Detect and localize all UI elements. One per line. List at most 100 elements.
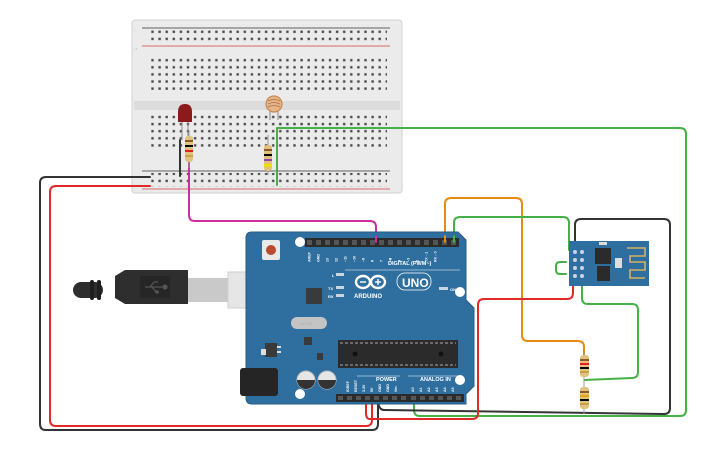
usb-cable[interactable]	[73, 270, 257, 309]
header-pin[interactable]	[352, 240, 357, 245]
digital-pin-label: ~11	[344, 256, 348, 262]
esp-flash-chip	[597, 266, 610, 281]
digital-pin-label: TX→1	[425, 252, 429, 262]
resistor-ldr[interactable]	[264, 135, 272, 175]
header-pin[interactable]	[415, 240, 420, 245]
header-pin[interactable]	[456, 396, 461, 400]
usb-plug-metal	[188, 278, 228, 302]
voltage-regulator	[265, 343, 277, 357]
header-pin[interactable]	[411, 396, 416, 400]
resistor-band	[580, 399, 589, 401]
header-pin[interactable]	[370, 240, 375, 245]
header-pin[interactable]	[401, 396, 406, 400]
wire-tx-divider[interactable]	[444, 197, 585, 356]
esp-chip	[595, 248, 611, 264]
rail-minus-label: -	[135, 27, 137, 32]
wire-esp-3v3[interactable]	[365, 281, 574, 420]
arduino-logo-icon	[354, 274, 387, 290]
header-pin[interactable]	[374, 396, 379, 400]
resistor-band	[264, 164, 272, 167]
wire-pin9-led[interactable]	[188, 149, 377, 243]
resistor-band	[580, 371, 589, 373]
wire-5v-rail[interactable]	[49, 185, 373, 427]
crystal-label: 16.000	[300, 321, 313, 326]
header-pin[interactable]	[334, 240, 339, 245]
led-label-l: L	[332, 273, 335, 278]
power-pin-label: IOREF	[346, 380, 350, 392]
wire-esp-loop[interactable]	[555, 261, 567, 275]
wire-rx-esp[interactable]	[453, 216, 570, 251]
header-pin[interactable]	[325, 240, 330, 245]
header-pin[interactable]	[361, 240, 366, 245]
digital-pin-label: AREF	[308, 251, 312, 262]
power-analog-header[interactable]	[336, 394, 464, 402]
header-pin[interactable]	[420, 396, 425, 400]
power-pin-label: 5V	[370, 387, 374, 392]
resistor-band	[580, 395, 589, 397]
header-pin[interactable]	[316, 240, 321, 245]
power-pin-label: GND	[386, 384, 390, 392]
resistor-band	[580, 403, 589, 405]
header-pin[interactable]	[406, 240, 411, 245]
resistor-divider-1[interactable]	[580, 352, 589, 382]
usb-icon	[145, 281, 168, 294]
analog-pin-label: A5	[451, 387, 455, 392]
usb-cable-strain-relief	[73, 282, 103, 298]
analog-pin-label: A3	[435, 387, 439, 392]
digital-pin-label: 13	[326, 258, 330, 262]
digital-pin-label: ~10	[353, 256, 357, 262]
power-pin-label: RESET	[354, 379, 358, 392]
led[interactable]	[178, 104, 192, 140]
resistor-band	[580, 359, 589, 361]
arduino-logo-text: ARDUINO	[354, 294, 382, 300]
mount-hole	[455, 375, 465, 385]
header-pin[interactable]	[379, 240, 384, 245]
digital-pin-label: GND	[317, 254, 321, 262]
wire-esp-divider[interactable]	[581, 281, 639, 381]
header-pin[interactable]	[338, 396, 343, 400]
wire-gnd-rail[interactable]	[39, 176, 379, 431]
header-pin[interactable]	[347, 396, 352, 400]
resistor-band	[264, 159, 272, 161]
esp8266-module[interactable]	[569, 241, 649, 286]
wire-a0-ldr[interactable]	[276, 127, 687, 417]
resistor-band	[185, 155, 193, 157]
header-pin[interactable]	[433, 240, 438, 245]
digital-header[interactable]	[305, 238, 459, 247]
bottom-rail-holes[interactable]	[147, 173, 387, 187]
header-pin[interactable]	[383, 396, 388, 400]
led-body	[178, 104, 192, 122]
reset-button-cap[interactable]	[266, 245, 276, 255]
digital-pin-label: ~9	[362, 258, 366, 262]
usb-chip	[306, 288, 322, 304]
esp-pins[interactable]	[573, 250, 584, 278]
header-pin[interactable]	[447, 396, 452, 400]
header-pin[interactable]	[424, 240, 429, 245]
wire-stubs	[375, 235, 455, 243]
header-pin[interactable]	[388, 240, 393, 245]
power-pin-label: Vin	[394, 386, 398, 392]
header-pin[interactable]	[356, 396, 361, 400]
analog-label: ANALOG IN	[420, 377, 451, 383]
analog-pin-label: A1	[419, 387, 423, 392]
analog-pin-label: A2	[427, 387, 431, 392]
header-pin[interactable]	[307, 240, 312, 245]
resistor-band	[580, 367, 589, 369]
resistor-divider-2[interactable]	[580, 382, 589, 414]
header-pin[interactable]	[343, 240, 348, 245]
resistor-led[interactable]	[185, 132, 193, 168]
digital-pin-label: ~5	[389, 258, 393, 262]
header-pin[interactable]	[438, 396, 443, 400]
upper-terminal-holes[interactable]	[147, 58, 387, 94]
header-pin[interactable]	[429, 396, 434, 400]
photoresistor[interactable]	[265, 95, 283, 120]
top-rail-holes[interactable]	[147, 30, 387, 44]
digital-pin-label: ~6	[389, 258, 393, 262]
resistor-band	[185, 150, 193, 152]
header-pin[interactable]	[365, 396, 370, 400]
header-pin[interactable]	[397, 240, 402, 245]
header-pin[interactable]	[392, 396, 397, 400]
wire-esp-gnd[interactable]	[377, 218, 671, 415]
